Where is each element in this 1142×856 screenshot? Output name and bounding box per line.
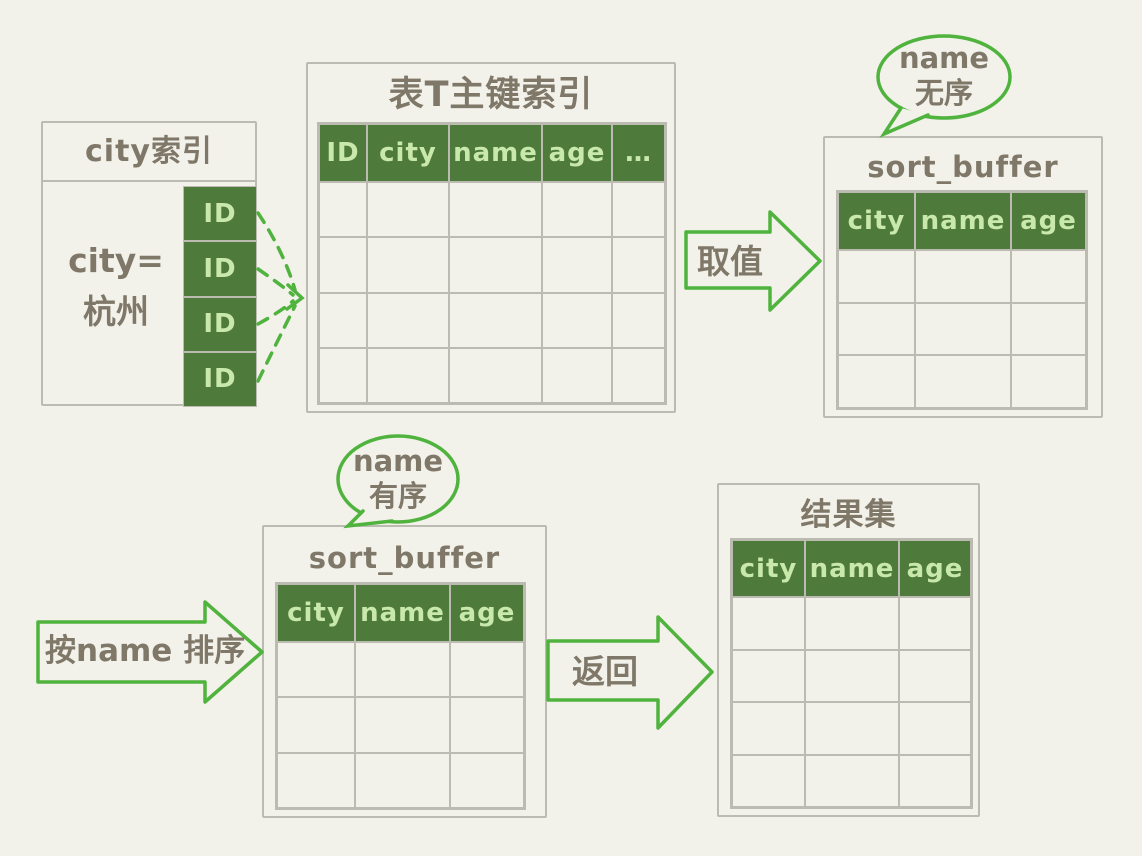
return-arrow-label: 返回 bbox=[572, 652, 638, 691]
empty-cell bbox=[805, 597, 899, 650]
empty-cell bbox=[367, 182, 449, 238]
sort-buffer-ordered-title: sort_buffer bbox=[308, 541, 501, 575]
column-header: age bbox=[542, 124, 612, 182]
empty-cell bbox=[449, 182, 542, 238]
column-header: ID bbox=[183, 186, 257, 242]
empty-cell bbox=[805, 754, 899, 807]
empty-cell bbox=[1011, 250, 1086, 303]
column-header: age bbox=[1011, 192, 1086, 250]
empty-cell bbox=[355, 697, 450, 753]
empty-cell bbox=[319, 292, 367, 348]
empty-cell bbox=[915, 302, 1011, 356]
empty-cell bbox=[449, 347, 542, 403]
column-header: name bbox=[805, 540, 899, 597]
column-header: ID bbox=[183, 351, 257, 407]
id-lookup-dashed-arrows bbox=[256, 211, 297, 383]
primary-index-title: 表T主键索引 bbox=[388, 75, 594, 115]
fetch-arrow-label: 取值 bbox=[697, 242, 763, 281]
sort-arrow-label: 按name 排序 bbox=[45, 633, 246, 669]
empty-cell bbox=[899, 597, 971, 650]
city-index-title: city索引 bbox=[43, 123, 255, 182]
dashed-arrowhead bbox=[285, 283, 305, 311]
column-header: name bbox=[915, 192, 1011, 250]
empty-cell bbox=[915, 355, 1011, 408]
column-header: ID bbox=[183, 241, 257, 297]
column-header: ID bbox=[319, 124, 367, 182]
column-header: ID bbox=[183, 296, 257, 352]
empty-cell bbox=[732, 754, 805, 807]
empty-cell bbox=[542, 182, 612, 238]
empty-cell bbox=[450, 752, 524, 808]
empty-cell bbox=[732, 649, 805, 702]
empty-cell bbox=[899, 754, 971, 807]
empty-cell bbox=[449, 292, 542, 348]
empty-cell bbox=[355, 642, 450, 698]
empty-cell bbox=[805, 649, 899, 702]
empty-cell bbox=[355, 752, 450, 808]
empty-cell bbox=[542, 237, 612, 293]
column-header: age bbox=[899, 540, 971, 597]
empty-cell bbox=[277, 697, 355, 753]
column-header: name bbox=[355, 584, 450, 642]
empty-cell bbox=[319, 237, 367, 293]
empty-cell bbox=[319, 347, 367, 403]
empty-cell bbox=[612, 237, 665, 293]
empty-cell bbox=[899, 649, 971, 702]
empty-cell bbox=[367, 237, 449, 293]
empty-cell bbox=[732, 702, 805, 755]
empty-cell bbox=[277, 752, 355, 808]
empty-cell bbox=[1011, 355, 1086, 408]
column-header: city bbox=[277, 584, 355, 642]
column-header: city bbox=[367, 124, 449, 182]
empty-cell bbox=[1011, 302, 1086, 356]
empty-cell bbox=[542, 347, 612, 403]
empty-cell bbox=[367, 347, 449, 403]
empty-cell bbox=[732, 597, 805, 650]
bubble-unordered-label: name 无序 bbox=[898, 41, 990, 110]
column-header: city bbox=[732, 540, 805, 597]
empty-cell bbox=[838, 250, 915, 303]
empty-cell bbox=[805, 702, 899, 755]
empty-cell bbox=[367, 292, 449, 348]
empty-cell bbox=[612, 347, 665, 403]
column-header: city bbox=[838, 192, 915, 250]
city-condition-label: city= 杭州 bbox=[68, 241, 164, 332]
empty-cell bbox=[319, 182, 367, 238]
column-header: … bbox=[612, 124, 665, 182]
empty-cell bbox=[838, 302, 915, 356]
empty-cell bbox=[612, 292, 665, 348]
sort-buffer-unordered-title: sort_buffer bbox=[867, 150, 1059, 184]
empty-cell bbox=[277, 642, 355, 698]
empty-cell bbox=[450, 697, 524, 753]
column-header: age bbox=[450, 584, 524, 642]
empty-cell bbox=[915, 250, 1011, 303]
empty-cell bbox=[838, 355, 915, 408]
column-header: name bbox=[449, 124, 542, 182]
empty-cell bbox=[612, 182, 665, 238]
empty-cell bbox=[449, 237, 542, 293]
result-set-title: 结果集 bbox=[800, 497, 897, 533]
empty-cell bbox=[542, 292, 612, 348]
empty-cell bbox=[450, 642, 524, 698]
empty-cell bbox=[899, 702, 971, 755]
bubble-ordered-label: name 有序 bbox=[352, 444, 444, 513]
